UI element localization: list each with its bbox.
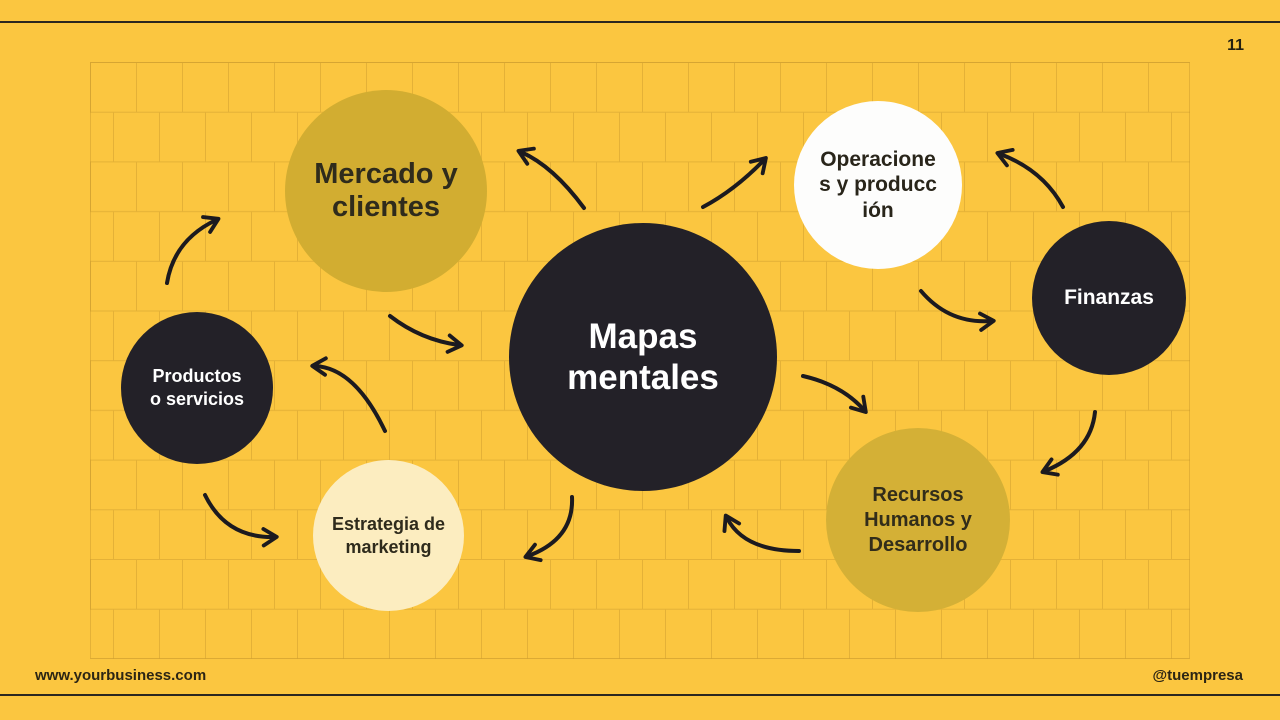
node-label: Estrategia de marketing xyxy=(331,514,446,557)
node-label: Recursos Humanos y Desarrollo xyxy=(864,483,972,556)
node-mercado-y-clientes: Mercado y clientes xyxy=(285,90,487,292)
footer-website: www.yourbusiness.com xyxy=(35,667,207,684)
page-number: 11 xyxy=(1227,37,1244,54)
node-label: Mercado y clientes xyxy=(314,157,458,223)
node-finanzas: Finanzas xyxy=(1032,221,1186,375)
node-operaciones-y-produccion: Operacione s y producc ión xyxy=(794,101,962,269)
node-label: Productos o servicios xyxy=(149,365,245,409)
footer-handle: @tuempresa xyxy=(1152,667,1244,684)
top-divider xyxy=(0,21,1280,23)
node-productos-o-servicios: Productos o servicios xyxy=(121,312,273,464)
node-estrategia-de-marketing: Estrategia de marketing xyxy=(313,460,464,611)
node-label: Mapas mentales xyxy=(567,316,719,397)
node-mapas-mentales: Mapas mentales xyxy=(509,223,777,491)
node-label: Operacione s y producc ión xyxy=(819,148,937,222)
node-label: Finanzas xyxy=(1064,286,1154,310)
bottom-divider xyxy=(0,694,1280,696)
node-recursos-humanos-y-desarrollo: Recursos Humanos y Desarrollo xyxy=(826,428,1010,612)
